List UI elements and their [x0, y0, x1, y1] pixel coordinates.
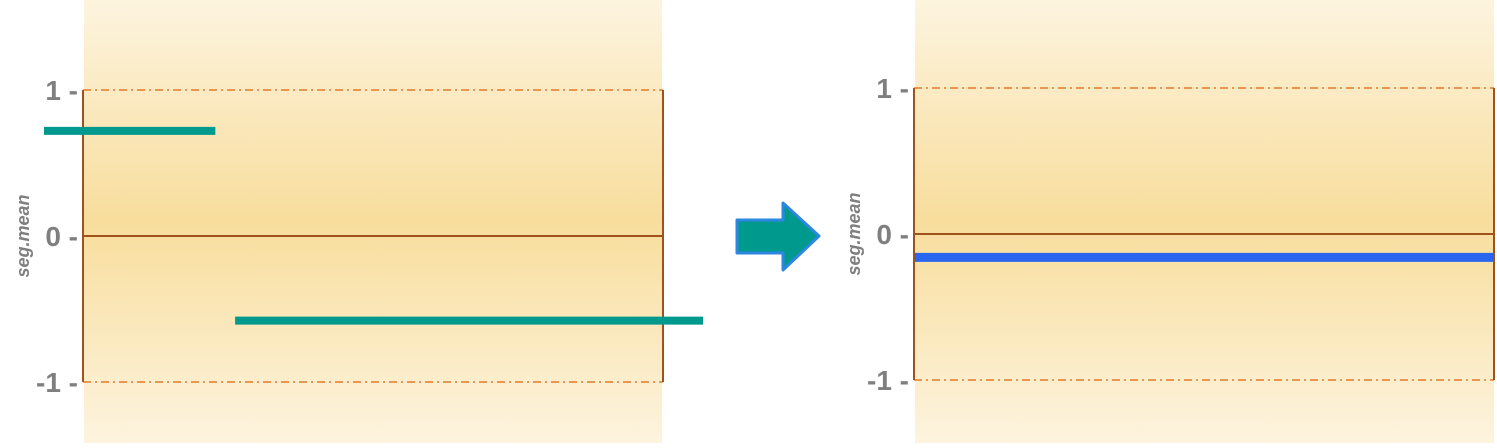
y-axis-label: seg.mean — [844, 192, 864, 275]
plot-background — [84, 0, 662, 443]
frame — [82, 90, 664, 382]
segments — [44, 126, 703, 325]
y-ticks: 1 - 0 - -1 - — [36, 75, 78, 398]
y-axis-label: seg.mean — [13, 194, 33, 277]
reference-lines — [914, 87, 1494, 381]
y-tick-label: 0 - — [876, 219, 909, 250]
plot-background — [915, 0, 1494, 443]
y-ticks: 1 - 0 - -1 - — [867, 73, 909, 396]
y-tick-label: 1 - — [876, 73, 909, 104]
chart-right: 1 - 0 - -1 - seg.mean — [844, 0, 1495, 443]
reference-lines — [83, 89, 663, 383]
frame — [913, 88, 1495, 380]
y-tick-label: -1 - — [867, 365, 909, 396]
chart-left: 1 - 0 - -1 - seg.mean — [13, 0, 703, 443]
right-arrow-icon — [735, 201, 821, 272]
y-tick-label: 1 - — [45, 75, 78, 106]
y-tick-label: -1 - — [36, 367, 78, 398]
y-tick-label: 0 - — [45, 221, 78, 252]
